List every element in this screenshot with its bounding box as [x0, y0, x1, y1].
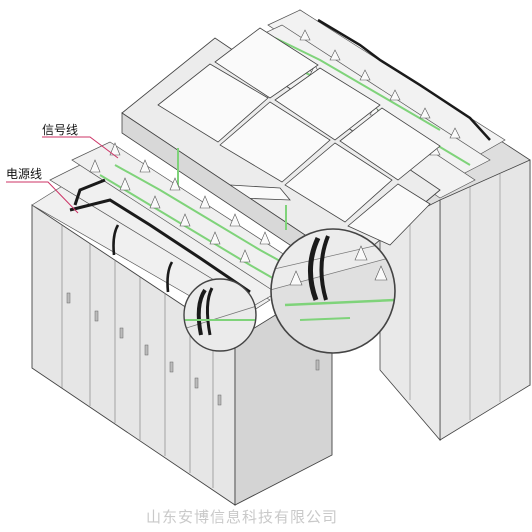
back-power-cable	[317, 18, 491, 141]
power-cable-label: 电源线	[6, 167, 43, 181]
watermark-text: 山东安博信息科技有限公司	[146, 508, 339, 526]
magnifier-circle-icon	[270, 228, 396, 354]
front-signal-cable	[99, 148, 301, 289]
door-handles	[66, 292, 320, 406]
magnifier-circle-icon	[183, 278, 257, 352]
callout-lines	[6, 136, 119, 214]
signal-cable-label: 信号线	[42, 123, 79, 137]
front-cable-clips	[89, 142, 271, 263]
front-power-cable	[69, 178, 251, 294]
